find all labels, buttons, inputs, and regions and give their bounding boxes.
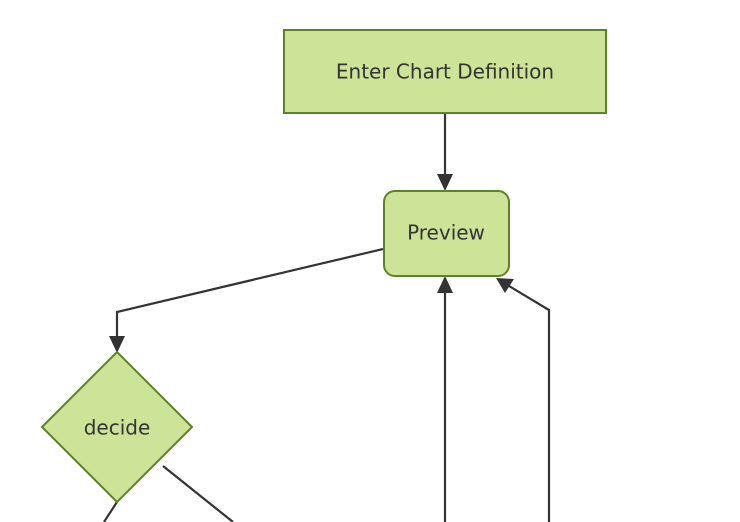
node-diamond — [40, 350, 194, 504]
edge-layer — [103, 114, 551, 522]
edge-decide-bottom-right[interactable] — [162, 465, 234, 522]
node-label-enter-chart-definition: Enter Chart Definition — [336, 60, 554, 84]
node-enter-chart-definition[interactable]: Enter Chart Definition — [283, 29, 607, 114]
edge-line — [103, 501, 118, 522]
edge-decide-bottom-left[interactable] — [103, 501, 118, 522]
edge-preview-to-decide[interactable] — [109, 247, 384, 353]
arrowhead-icon — [437, 174, 453, 191]
edge-line — [503, 282, 551, 522]
arrowhead-icon — [496, 278, 514, 293]
node-layer: Enter Chart Definition Preview decide — [40, 29, 607, 504]
edge-line — [115, 247, 384, 344]
edge-enter-to-preview[interactable] — [437, 114, 453, 191]
node-label-decide: decide — [84, 416, 151, 440]
node-preview[interactable]: Preview — [383, 190, 510, 277]
edge-bottom-right-to-preview[interactable] — [496, 278, 551, 522]
edge-line — [162, 465, 234, 522]
node-decide[interactable]: decide — [40, 350, 194, 504]
node-rectangle — [283, 29, 607, 114]
node-label-preview: Preview — [407, 221, 485, 245]
arrowhead-icon — [437, 276, 453, 293]
edge-bottom-center-to-preview[interactable] — [437, 276, 453, 522]
arrowhead-icon — [109, 336, 125, 353]
node-rounded-rectangle — [383, 190, 510, 277]
